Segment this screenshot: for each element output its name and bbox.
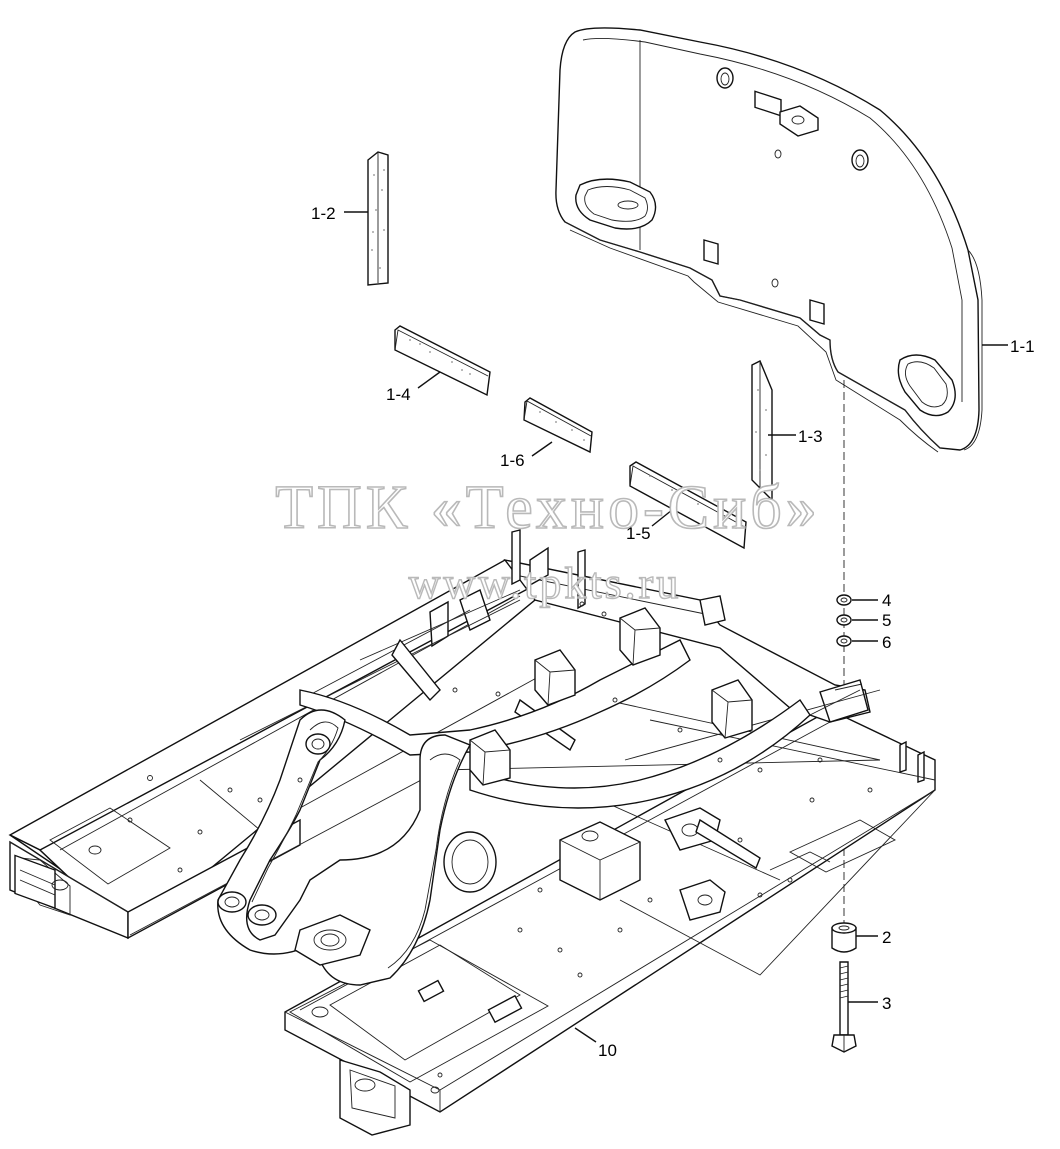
bolt-3 [831,961,857,1053]
callout-1-6: 1-6 [500,451,525,470]
callout-10: 10 [598,1041,617,1060]
washer-4 [836,594,852,606]
plate-1-6 [523,397,593,454]
callout-3: 3 [882,994,891,1013]
callout-1-2: 1-2 [311,204,336,223]
mounting-holes [127,601,873,978]
leader-lines [344,211,1008,1043]
callout-1-4: 1-4 [386,385,411,404]
callout-5: 5 [882,611,891,630]
plate-1-4 [394,325,491,397]
callout-4: 4 [882,591,891,610]
counterweight-part [555,27,983,453]
plate-1-2 [367,151,389,286]
callout-1-5: 1-5 [626,524,651,543]
washer-6 [836,635,852,647]
washer-5 [836,614,852,626]
spacer-2 [831,922,857,953]
plate-1-5 [629,461,747,550]
watermark-company: ТПК «Техно-Сиб» [275,474,821,542]
plate-1-3 [751,360,773,502]
callout-1-3: 1-3 [798,427,823,446]
upper-frame [8,529,936,1136]
callout-2: 2 [882,928,891,947]
callout-1-1: 1-1 [1010,337,1035,356]
callout-6: 6 [882,633,891,652]
watermark-url: www.tpkts.ru [409,559,682,608]
